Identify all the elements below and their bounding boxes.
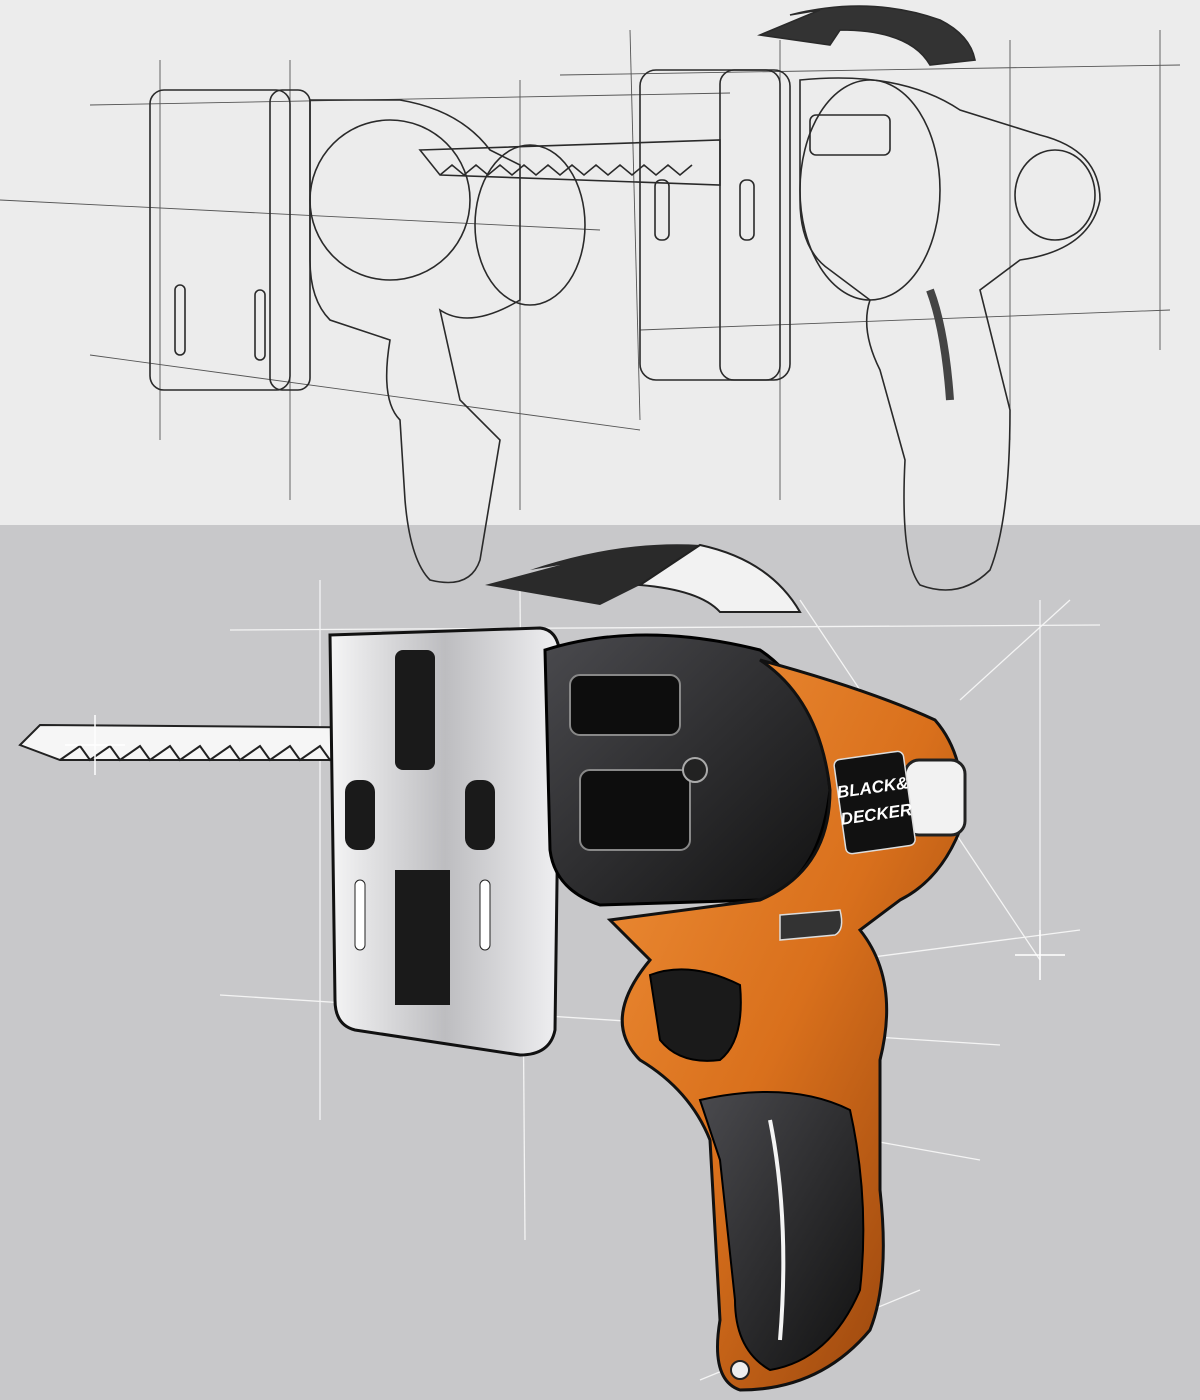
pencil-sketch-group	[0, 5, 1181, 591]
rendered-sketch-group: BLACK& DECKER	[18, 543, 1101, 1392]
trigger	[648, 968, 742, 1062]
chrome-shoe-plate	[328, 626, 562, 1057]
rotation-arrow-sketch	[757, 5, 976, 66]
left-sketch-shoe-plate	[149, 89, 291, 391]
brand-logo: BLACK& DECKER	[833, 750, 916, 855]
switch-button	[779, 909, 843, 941]
right-sketch-shoe-plate	[639, 69, 791, 381]
top-panel-background	[0, 0, 1200, 525]
